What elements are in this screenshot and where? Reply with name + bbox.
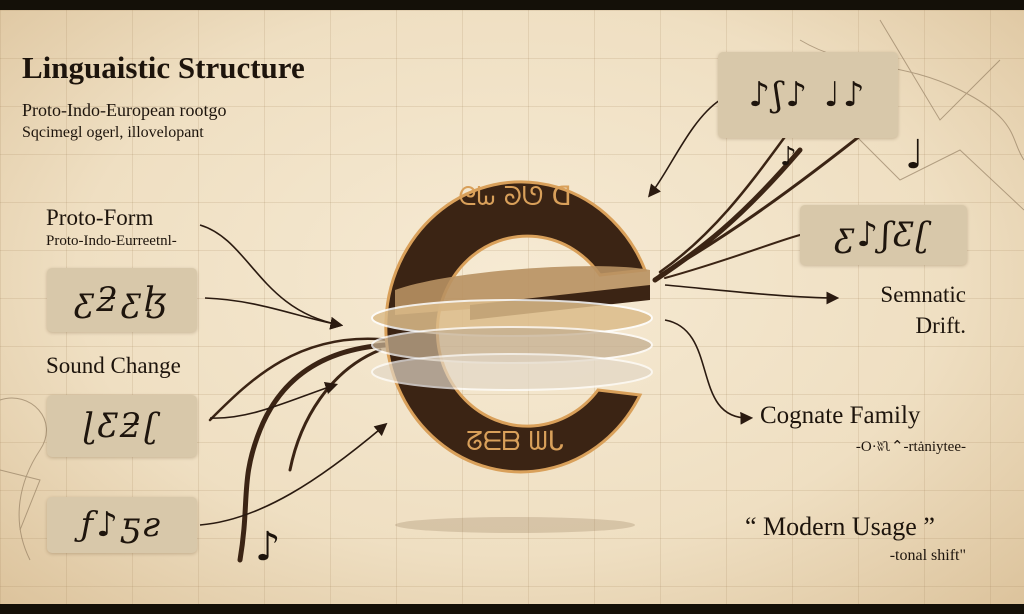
central-e-emblem: ᘓᘈ ᘐᘎ ᗡ ᘔᗴᗷ ᗯᒐ: [371, 180, 653, 474]
shadow: [395, 517, 635, 533]
modern-usage-sub: -tonal shift": [889, 547, 966, 564]
music-glyph-box: ♪ʃ♪ ♩♪: [718, 52, 898, 138]
svg-text:ᘓᘈ ᘐᘎ ᗡ: ᘓᘈ ᘐᘎ ᗡ: [458, 182, 571, 212]
sound-change-glyph-box: ɭƸƻʗ: [47, 395, 197, 457]
svg-text:♩: ♩: [905, 132, 924, 178]
semantic-drift-line2: Drift.: [915, 313, 966, 338]
page-title: Linguaistic Structure: [22, 50, 305, 85]
semantic-drift-line1: Semnatic: [880, 282, 966, 307]
cognate-family-label: Cognate Family: [760, 402, 921, 429]
proto-form-label: Proto-Form: [46, 205, 154, 230]
proto-form-sub: Proto-Indo-Eurreetnl-: [46, 233, 177, 249]
right-glyph-box: ƹ♪ʃƸʗ: [800, 205, 967, 265]
svg-text:♪: ♪: [780, 142, 797, 172]
arrows: [199, 99, 840, 526]
derived-glyph-box: ƒ♪ƽƨ: [47, 497, 197, 553]
cognate-family-sub: -O·ʬʅ⌃-rtȧniytee-: [855, 439, 966, 455]
music-note-icons: ♪ ♪ ♩: [255, 132, 924, 570]
modern-usage-label: “ Modern Usage ”: [745, 512, 935, 541]
proto-form-glyph-box: ƹƻƹɮ: [47, 268, 197, 332]
sound-change-label: Sound Change: [46, 353, 181, 378]
subtitle: Proto-Indo-European rootgo: [22, 100, 227, 120]
svg-text:♪: ♪: [255, 524, 281, 570]
root-branches: [208, 118, 882, 563]
svg-text:ᘔᗴᗷ ᗯᒐ: ᘔᗴᗷ ᗯᒐ: [466, 427, 564, 457]
subtitle-secondary: Sqcimegl ogerl, illovelopant: [22, 124, 204, 141]
